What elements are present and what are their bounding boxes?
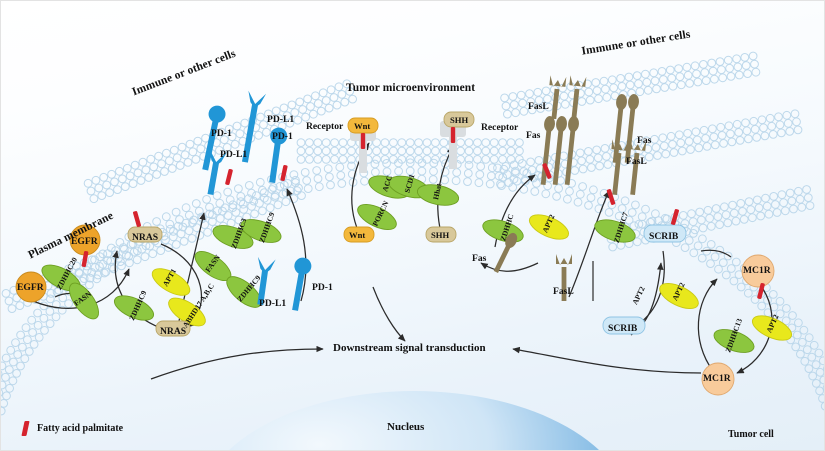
molecule-shapes [15,75,793,396]
ligand-wnt-free: Wnt [349,230,366,240]
legend-palmitate: Fatty acid palmitate [21,421,124,436]
receptor-fasl-mid-right: FasL [626,156,647,167]
nucleus-shape [229,391,599,450]
receptor-pd1-mid: PD-1 [272,131,293,142]
receptor-fas-upper-right: Fas [637,135,652,146]
ligand-shh-free: SHH [431,230,450,240]
label-tumor-cell: Tumor cell [728,429,774,440]
receptor-pd1-lower: PD-1 [312,282,333,293]
receptor-fasl-upper: FasL [528,101,549,112]
receptor-mc1r-membrane: MC1R [743,265,771,276]
label-nucleus: Nucleus [387,421,425,433]
label-receptor-left: Receptor [306,121,344,132]
ligand-wnt-bound: Wnt [354,121,371,131]
receptor-egfr-membrane: EGFR [71,236,98,247]
receptor-nras-membrane: NRAS [132,232,159,243]
membrane-plasma [1,158,824,416]
receptor-fas-cytosolic: Fas [472,253,487,264]
receptor-scrib-membrane: SCRIB [649,231,679,242]
receptor-pdl1-lower: PD-L1 [259,298,287,309]
ligand-shh-bound: SHH [450,115,469,125]
receptor-pdl1-upper: PD-L1 [267,114,295,125]
receptor-nras-cytosolic: NRAS [160,326,187,337]
receptor-pd1-upper: PD-1 [211,128,232,139]
header-tumor-microenvironment: Tumor microenvironment [346,82,476,94]
receptor-scrib-cytosolic: SCRIB [608,323,638,334]
receptor-egfr-cytosolic: EGFR [17,282,44,293]
legend-palmitate-label: Fatty acid palmitate [37,423,124,434]
palmitate-icon [21,421,30,436]
receptor-pdl1-mid: PD-L1 [220,149,248,160]
label-receptor-right: Receptor [481,122,519,133]
receptor-fasl-cytosolic: FasL [553,286,574,297]
receptor-fas-mid: Fas [526,130,541,141]
receptor-mc1r-cytosolic: MC1R [703,373,731,384]
label-downstream-signal: Downstream signal transduction [333,342,486,354]
